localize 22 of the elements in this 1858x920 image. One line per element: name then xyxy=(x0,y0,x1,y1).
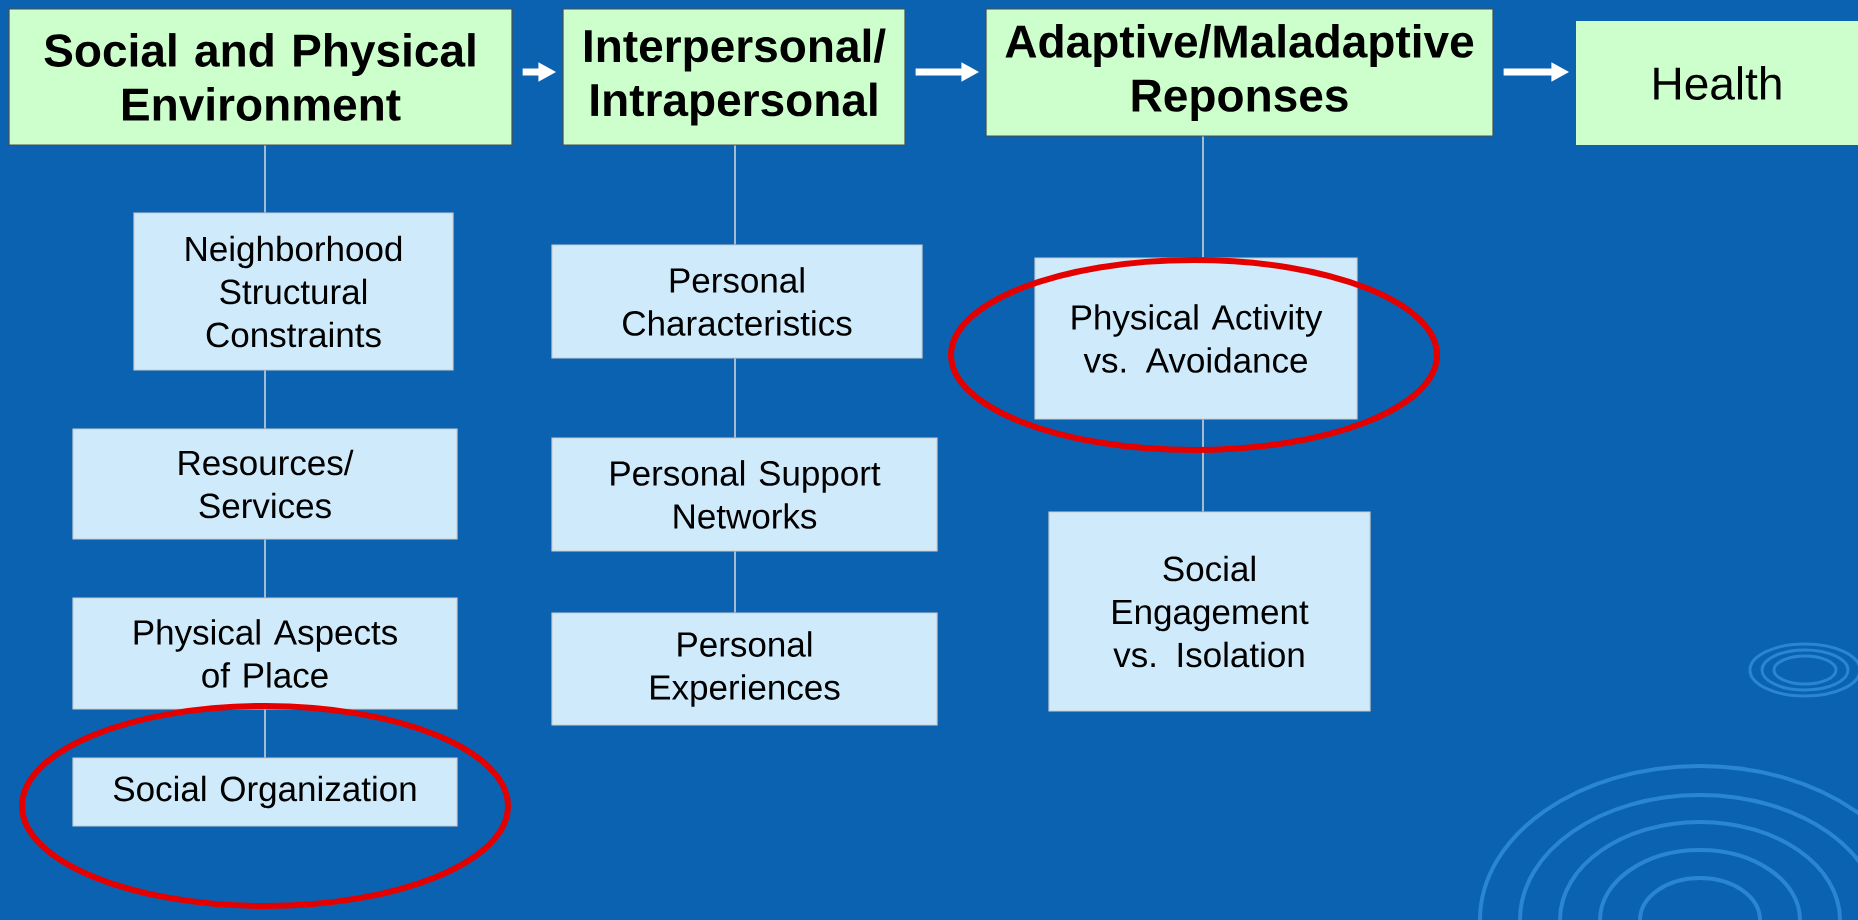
factor-box: Physical Activity vs. Avoidance xyxy=(1034,257,1358,420)
connector-line xyxy=(734,550,736,614)
connector-line xyxy=(264,144,266,214)
factor-box: Neighborhood Structural Constraints xyxy=(133,212,454,371)
factor-box: Personal Experiences xyxy=(551,612,938,726)
header-box: Social and Physical Environment xyxy=(8,8,513,146)
connector-line xyxy=(264,538,266,599)
factor-box: Physical Aspects of Place xyxy=(72,597,458,710)
connector-line xyxy=(264,369,266,430)
header-box: Adaptive/Maladaptive Reponses xyxy=(985,8,1494,137)
connector-line xyxy=(734,357,736,439)
factor-box: Social Engagement vs. Isolation xyxy=(1048,511,1371,712)
factor-box: Social Organization xyxy=(72,757,458,827)
header-box: Interpersonal/ Intrapersonal xyxy=(562,8,906,146)
connector-line xyxy=(1202,135,1204,259)
header-box: Health xyxy=(1576,21,1858,145)
connector-line xyxy=(734,144,736,246)
factor-box: Resources/ Services xyxy=(72,428,458,540)
connector-line xyxy=(264,708,266,759)
connector-line xyxy=(1202,418,1204,513)
factor-box: Personal Characteristics xyxy=(551,244,923,359)
factor-box: Personal Support Networks xyxy=(551,437,938,552)
